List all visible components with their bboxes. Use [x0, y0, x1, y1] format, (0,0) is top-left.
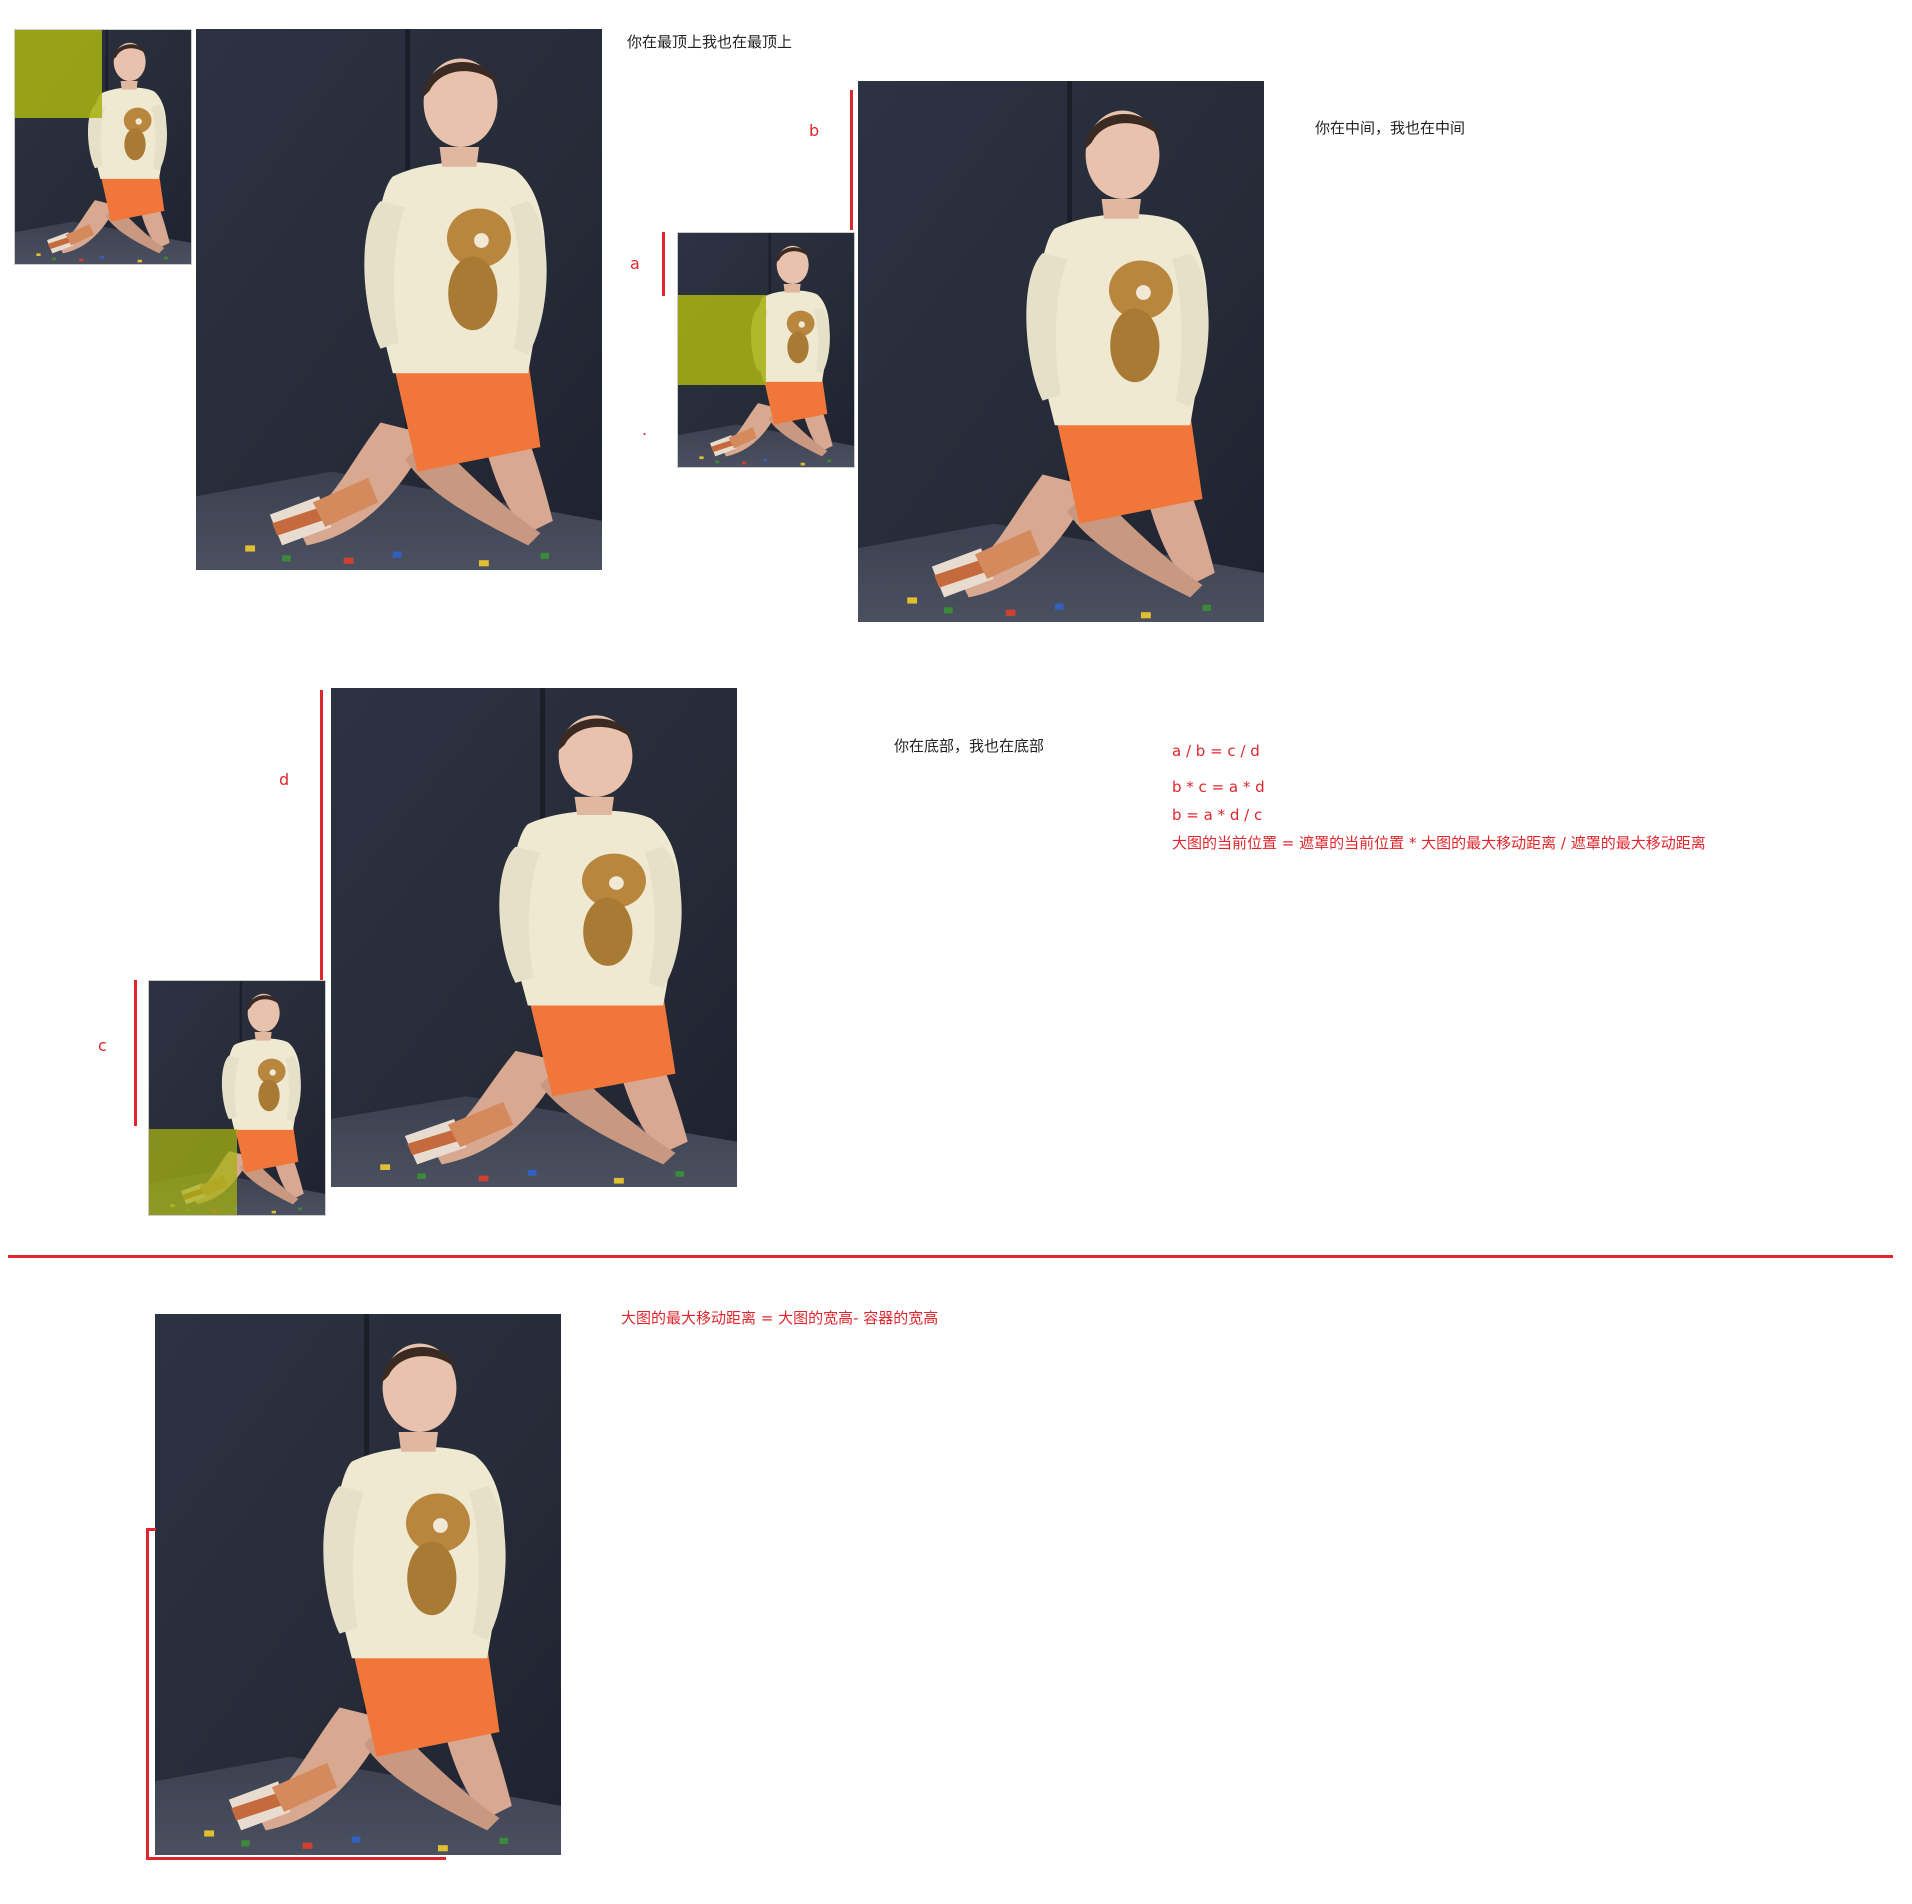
max-move-note: 大图的最大移动距离 = 大图的宽高- 容器的宽高 [621, 1309, 939, 1327]
section-divider [8, 1255, 1893, 1258]
thumbnail-image-top[interactable] [14, 29, 192, 265]
zoom-image-reference [155, 1314, 561, 1855]
thumbnail-image-middle[interactable] [677, 232, 855, 468]
formula-line: 大图的当前位置 = 遮罩的当前位置 * 大图的最大移动距离 / 遮罩的最大移动距… [1172, 834, 1706, 852]
label-a: a [630, 254, 640, 273]
marker-a-line [662, 232, 665, 296]
label-c: c [98, 1036, 107, 1055]
label-b: b [809, 121, 820, 140]
marker-c-line [134, 980, 137, 1126]
zoom-image-bottom [331, 688, 737, 1187]
formula-line: b * c = a * d [1172, 778, 1265, 796]
photo-illustration [858, 81, 1264, 622]
caption-top: 你在最顶上我也在最顶上 [627, 33, 793, 51]
magnifier-mask[interactable] [678, 295, 766, 385]
formula-line: a / b = c / d [1172, 742, 1260, 760]
formula-line: b = a * d / c [1172, 806, 1263, 824]
photo-illustration [196, 29, 602, 570]
thumbnail-image-bottom[interactable] [148, 980, 326, 1216]
caption-bottom: 你在底部，我也在底部 [894, 737, 1045, 755]
photo-illustration [155, 1314, 561, 1855]
container-outline-top [146, 1528, 156, 1531]
caption-middle: 你在中间，我也在中间 [1315, 119, 1466, 137]
magnifier-mask[interactable] [149, 1129, 237, 1215]
container-outline-bottom [146, 1857, 446, 1860]
container-outline-left [146, 1528, 149, 1860]
label-d: d [279, 770, 290, 789]
zoom-image-top [196, 29, 602, 570]
marker-b-line [850, 90, 853, 230]
label-dot: . [642, 420, 648, 439]
magnifier-mask[interactable] [15, 30, 102, 118]
zoom-image-middle [858, 81, 1264, 622]
photo-illustration [331, 688, 737, 1187]
marker-d-line [320, 690, 323, 984]
